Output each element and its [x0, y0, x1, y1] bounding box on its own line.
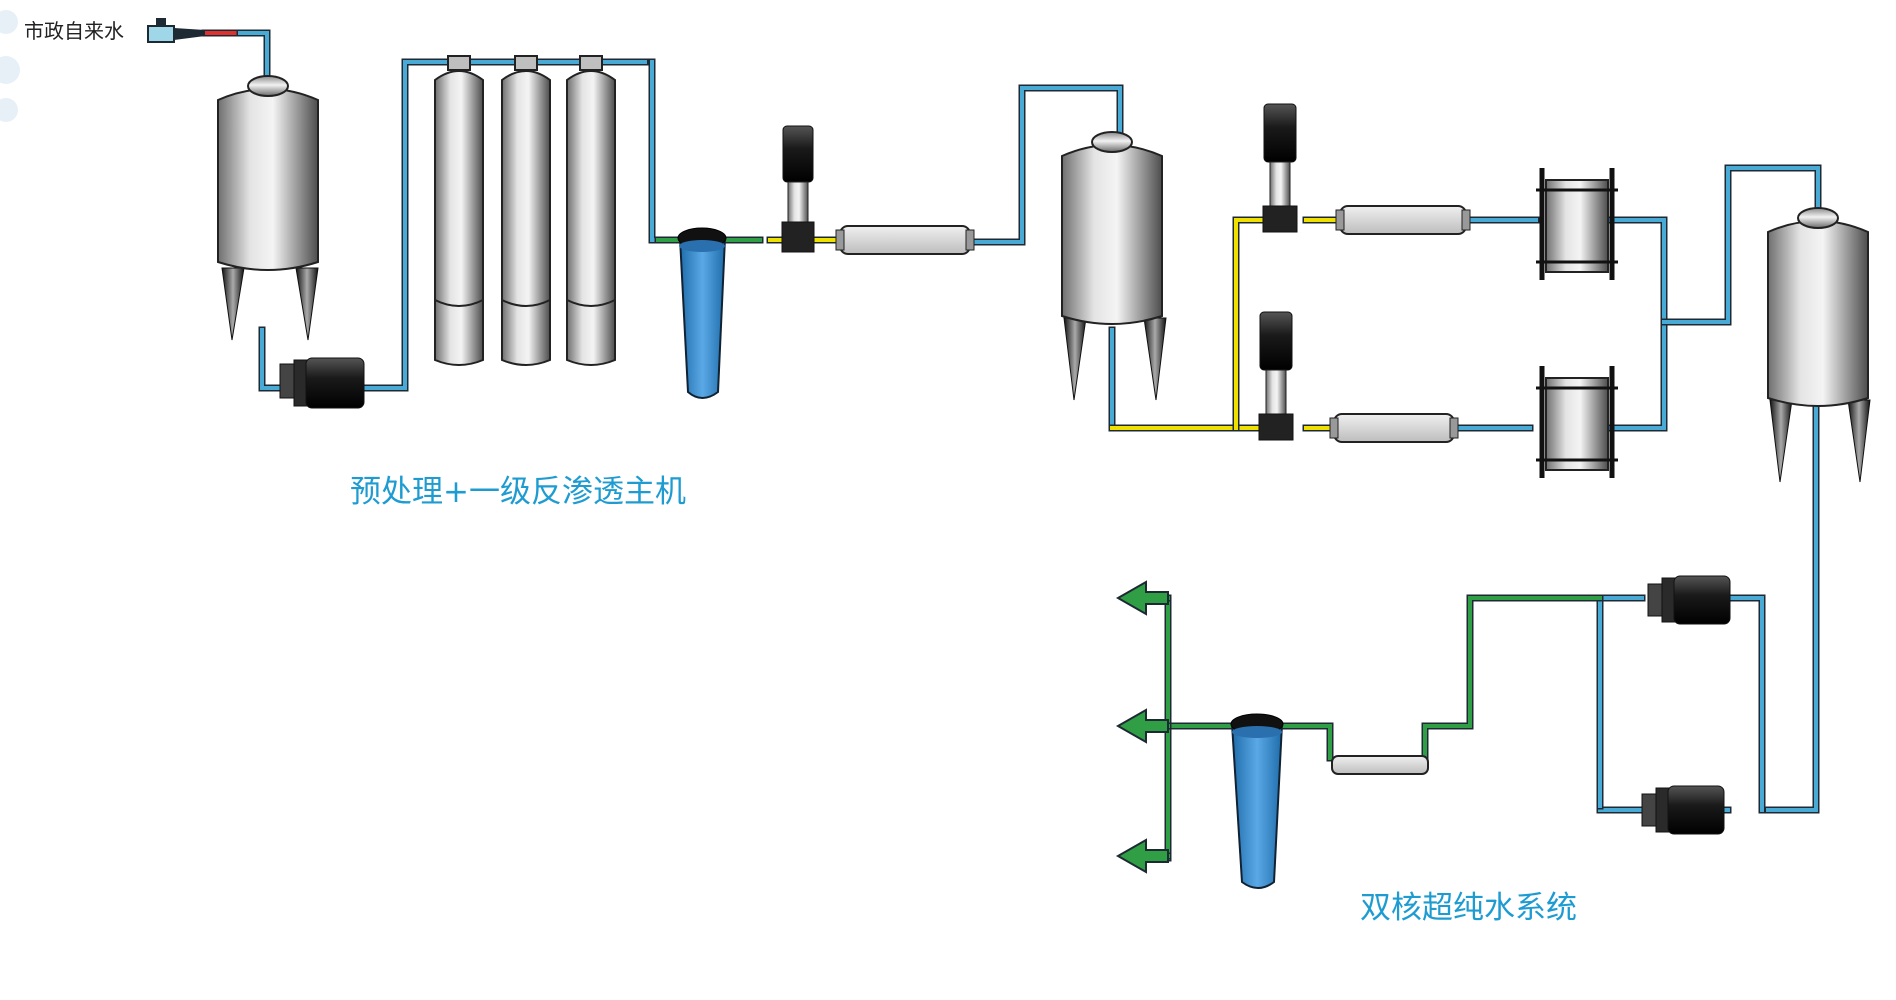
membrane-housing-icon [1329, 413, 1459, 443]
outlet-arrow-icon [1115, 838, 1169, 874]
cartridge-filter-icon [677, 227, 727, 399]
green-pipes [654, 236, 1604, 862]
pump-icon [279, 357, 365, 409]
cartridge-filter-icon [1230, 713, 1284, 889]
membrane-housing-icon [835, 225, 975, 255]
filter-column-icon [501, 55, 551, 366]
blue-pipes [236, 29, 1822, 814]
tank-icon [1767, 207, 1871, 483]
tank-icon [1061, 131, 1167, 401]
membrane-housing-icon [1335, 205, 1471, 235]
edi-module-icon [1536, 366, 1618, 478]
filter-column-icon [434, 55, 484, 366]
membrane-housing-icon [1331, 755, 1429, 775]
decorative-background [0, 10, 20, 122]
tank-icon [217, 75, 319, 341]
section-label-pretreatment: 预处理+一级反渗透主机 [350, 474, 686, 510]
outlet-arrow-icon [1115, 580, 1169, 616]
edi-module-icon [1536, 168, 1618, 280]
vertical-pump-icon [781, 125, 815, 253]
outlet-arrow-icon [1115, 708, 1169, 744]
section-label-ultrapure: 双核超纯水系统 [1360, 890, 1577, 926]
filter-column-icon [566, 55, 616, 366]
vertical-pump-icon [1258, 311, 1294, 441]
source-label: 市政自来水 [24, 19, 124, 43]
pump-icon [1647, 575, 1731, 625]
valve-icon [147, 18, 205, 43]
pump-icon [1641, 785, 1725, 835]
vertical-pump-icon [1262, 103, 1298, 233]
